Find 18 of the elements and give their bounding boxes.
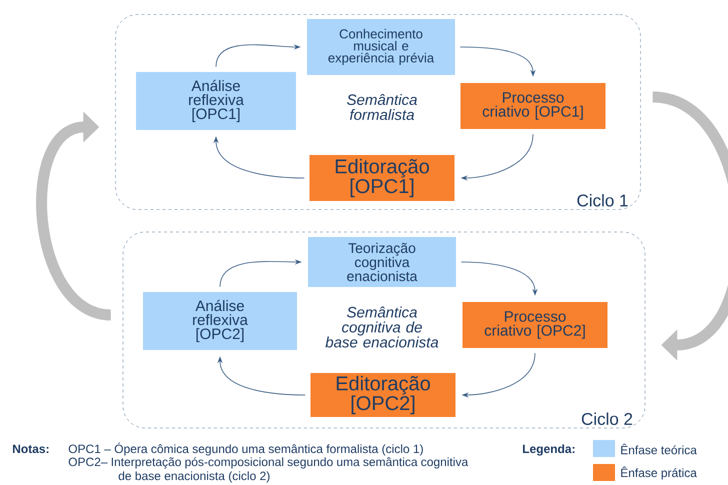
process-box: Processo criativo [OPC1] <box>460 83 606 129</box>
legend-label: Ênfase prática <box>621 466 697 480</box>
process-box: Teorização cognitiva enacionista <box>308 237 456 287</box>
center-label: Semântica cognitiva de base enacionista <box>326 306 438 348</box>
note-text: OPC2– Interpretação pós-composicional segundo uma semântica cognitiva de base enacionista (ciclo 2) <box>68 457 468 483</box>
note-text: OPC1 – Ópera cômica segundo uma semântica formalista (ciclo 1) <box>68 442 423 456</box>
center-label: Semântica formalista <box>347 94 417 120</box>
process-box: Análise reflexiva [OPC2] <box>143 292 297 350</box>
process-box: Análise reflexiva [OPC1] <box>136 72 296 130</box>
process-box: Processo criativo [OPC2] <box>462 302 608 348</box>
process-box: Editoração [OPC1] <box>310 155 454 201</box>
legend-heading: Legenda: <box>523 444 574 456</box>
notes-heading: Notas: <box>13 444 48 454</box>
block-arrow <box>652 92 728 360</box>
legend-label: Ênfase teórica <box>621 444 697 454</box>
process-box: Conhecimento musical e experiência prévia <box>307 19 455 75</box>
process-box: Editoração [OPC2] <box>310 373 456 417</box>
block-arrow <box>36 112 112 320</box>
